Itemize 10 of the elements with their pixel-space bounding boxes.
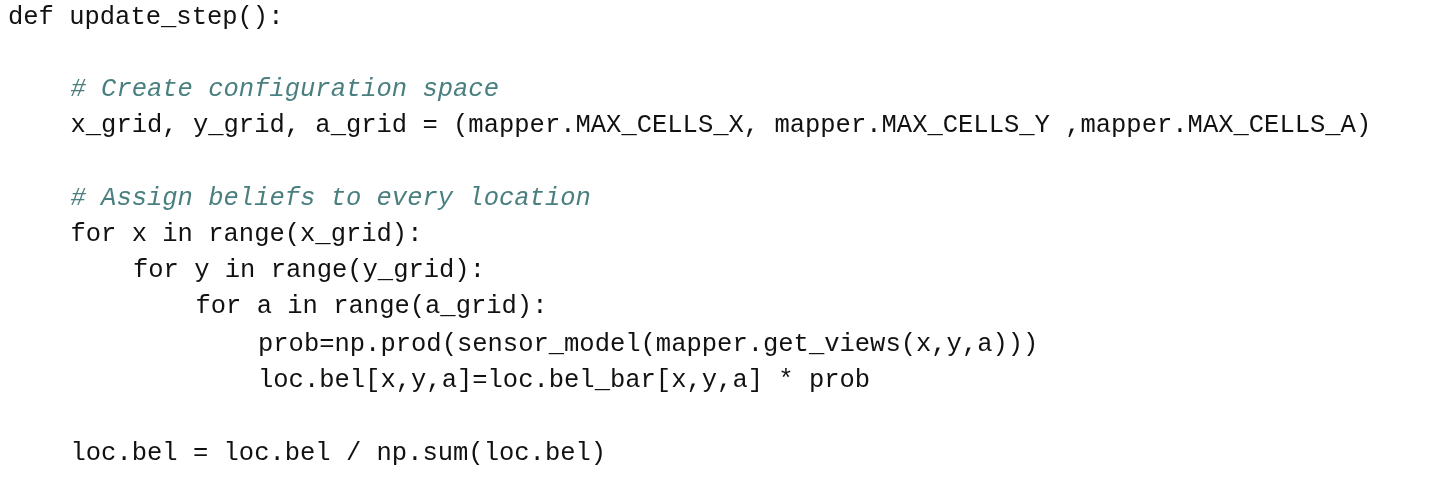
code-line: def update_step(): xyxy=(8,3,284,33)
code-line: for a in range(a_grid): xyxy=(195,292,548,322)
code-comment: # Create configuration space xyxy=(70,75,499,105)
code-comment: # Assign beliefs to every location xyxy=(70,184,591,214)
code-line: loc.bel = loc.bel / np.sum(loc.bel) xyxy=(70,439,607,469)
code-line: for x in range(x_grid): xyxy=(70,220,423,250)
code-line: loc.bel[x,y,a]=loc.bel_bar[x,y,a] * prob xyxy=(258,366,871,396)
code-line: prob=np.prod(sensor_model(mapper.get_views(x,y,a))) xyxy=(258,330,1039,360)
code-line: for y in range(y_grid): xyxy=(133,256,485,286)
code-line: x_grid, y_grid, a_grid = (mapper.MAX_CELLS_X, mapper.MAX_CELLS_Y ,mapper.MAX_CELLS_A) xyxy=(70,111,1372,141)
